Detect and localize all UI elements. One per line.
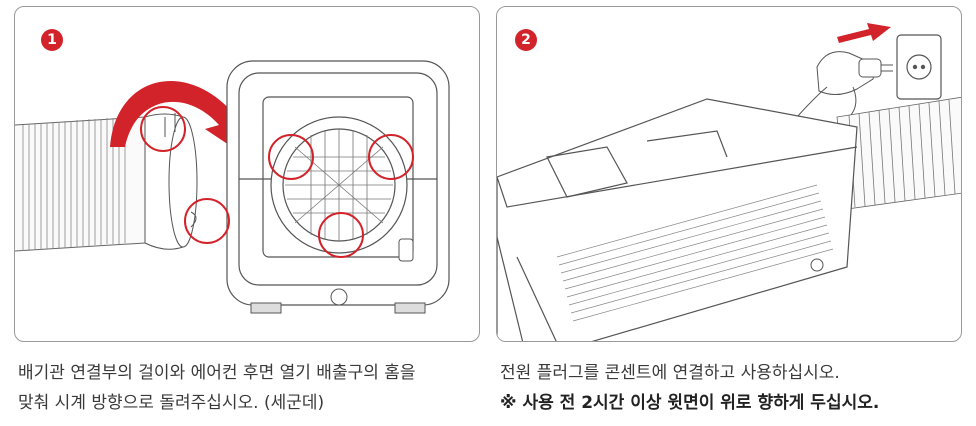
wall-socket <box>896 34 942 100</box>
step-1-caption-line-2: 맞춰 시계 방향으로 돌려주십시오. (세군데) <box>18 393 325 413</box>
air-conditioner-rear <box>226 60 450 306</box>
rotation-arrow-icon <box>110 81 247 157</box>
front-grille-vents <box>556 184 834 322</box>
hook-highlight-circles <box>140 106 414 258</box>
step-2-panel: 2 <box>496 6 962 342</box>
hand-with-plug <box>796 51 893 138</box>
hose-connection-illustration <box>15 60 450 314</box>
step-2-warning-note: ※ 사용 전 2시간 이상 윗면이 위로 향하게 두십시오. <box>500 393 880 413</box>
step-1-panel: 1 <box>14 6 480 342</box>
step-1-caption: 배기관 연결부의 걸이와 에어컨 후면 열기 배출구의 홈을 맞춰 시계 방향으… <box>18 358 478 418</box>
step-1-badge: 1 <box>41 29 63 51</box>
power-plug-illustration <box>497 23 961 341</box>
exhaust-hose <box>15 113 198 252</box>
air-conditioner-body <box>497 98 858 341</box>
step-1-caption-line-1: 배기관 연결부의 걸이와 에어컨 후면 열기 배출구의 홈을 <box>18 363 416 383</box>
step-2-badge: 2 <box>515 29 537 51</box>
exhaust-hose <box>836 96 961 210</box>
plug-direction-arrow-icon <box>837 23 891 43</box>
step-2-caption: 전원 플러그를 콘센트에 연결하고 사용하십시오. ※ 사용 전 2시간 이상 … <box>500 358 970 418</box>
step-2-caption-line-1: 전원 플러그를 콘센트에 연결하고 사용하십시오. <box>500 363 840 383</box>
